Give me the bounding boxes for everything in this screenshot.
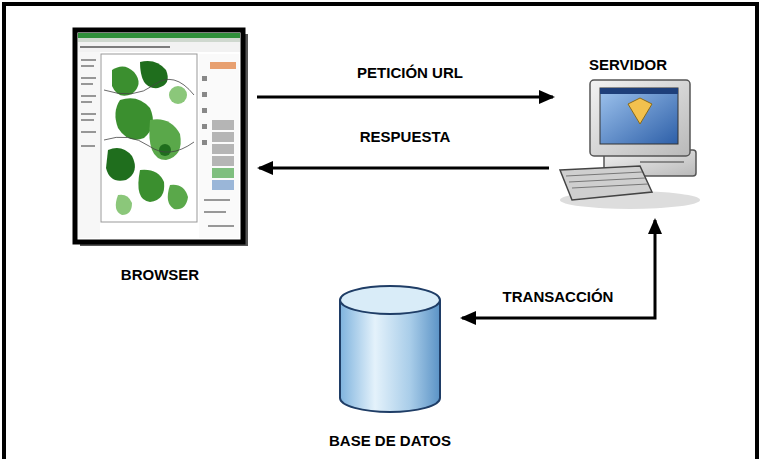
arrow-connector — [462, 220, 655, 318]
edge-label: RESPUESTA — [357, 128, 454, 146]
server-node: SERVIDOR — [553, 56, 703, 212]
node-label: BASE DE DATOS — [327, 432, 453, 450]
frame — [4, 4, 757, 459]
computer-icon — [560, 80, 700, 209]
arrow-connector — [259, 167, 549, 170]
browser-screenshot — [75, 30, 248, 246]
database-node: BASE DE DATOS — [320, 282, 460, 450]
edge-label: PETICIÓN URL — [354, 64, 466, 82]
browser-node: BROWSER — [73, 26, 247, 284]
database-cylinder — [340, 286, 440, 412]
node-label: BROWSER — [119, 266, 201, 284]
arrow-connector — [257, 96, 553, 99]
edge-label: TRANSACCIÓN — [500, 288, 617, 306]
node-label: SERVIDOR — [587, 56, 669, 74]
